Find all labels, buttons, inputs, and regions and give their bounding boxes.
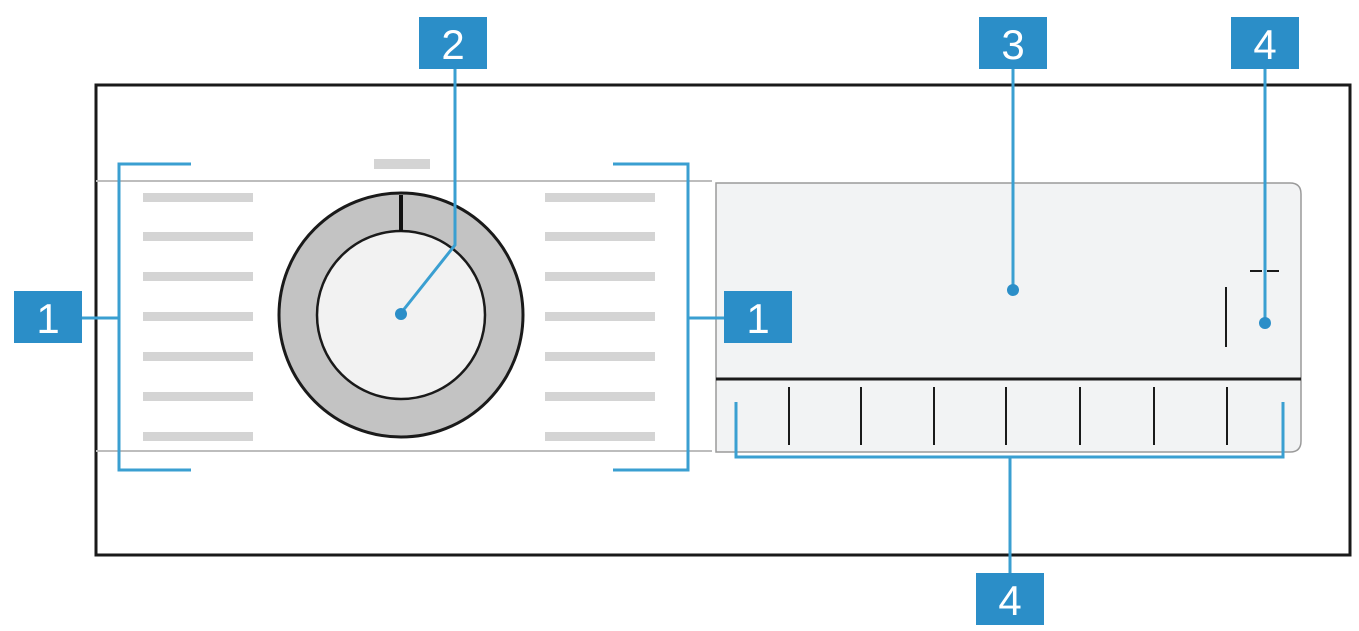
program-label-placeholder[interactable] xyxy=(143,312,253,321)
program-label-placeholder[interactable] xyxy=(545,352,655,361)
appliance-frame xyxy=(94,83,1352,557)
program-label-placeholder[interactable] xyxy=(545,432,655,441)
badge-box xyxy=(979,17,1047,69)
badge-label: 3 xyxy=(1001,21,1024,68)
callout-badge-2: 2 xyxy=(419,17,487,69)
touch-buttons[interactable] xyxy=(788,387,1228,445)
program-label-placeholder[interactable] xyxy=(545,232,655,241)
callout-lines xyxy=(82,69,1285,573)
callout-badge-4-bottom: 4 xyxy=(976,573,1044,625)
badge-label: 1 xyxy=(36,295,59,342)
callout-badge-1-left: 1 xyxy=(14,291,82,343)
leader-dot xyxy=(1259,317,1271,329)
program-label-placeholder[interactable] xyxy=(545,272,655,281)
badge-box xyxy=(1231,17,1299,69)
leader-dots xyxy=(395,284,1271,329)
program-list-right xyxy=(545,193,655,441)
program-label-placeholder[interactable] xyxy=(545,392,655,401)
badge-label: 4 xyxy=(998,577,1021,624)
display xyxy=(715,182,1302,453)
program-label-placeholder[interactable] xyxy=(545,193,655,202)
badge-box xyxy=(976,573,1044,625)
program-label-placeholder[interactable] xyxy=(143,272,253,281)
callout-badge-3: 3 xyxy=(979,17,1047,69)
badge-box xyxy=(724,291,792,343)
program-label-placeholder[interactable] xyxy=(143,392,253,401)
badge-label: 1 xyxy=(746,295,769,342)
program-label-placeholder[interactable] xyxy=(143,352,253,361)
badge-label: 2 xyxy=(441,21,464,68)
program-label-placeholder[interactable] xyxy=(545,312,655,321)
callout-badge-4-top: 4 xyxy=(1231,17,1299,69)
program-list-left xyxy=(143,193,253,441)
panel-marker xyxy=(374,159,430,169)
display-panel xyxy=(715,182,1302,453)
badge-box xyxy=(419,17,487,69)
badge-box xyxy=(14,291,82,343)
leader-dot xyxy=(395,308,407,320)
leader-dot xyxy=(1007,284,1019,296)
program-label-placeholder[interactable] xyxy=(143,432,253,441)
leader-2 xyxy=(399,69,457,314)
badge-label: 4 xyxy=(1253,21,1276,68)
callout-badge-1-right: 1 xyxy=(724,291,792,343)
program-label-placeholder[interactable] xyxy=(143,193,253,202)
program-label-placeholder[interactable] xyxy=(143,232,253,241)
